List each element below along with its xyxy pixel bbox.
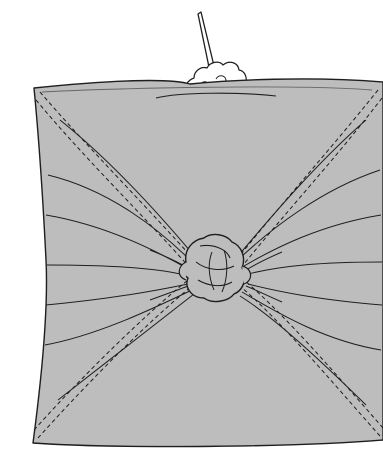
wrapped-bundle-illustration bbox=[0, 0, 383, 455]
illustration-canvas bbox=[0, 0, 383, 455]
